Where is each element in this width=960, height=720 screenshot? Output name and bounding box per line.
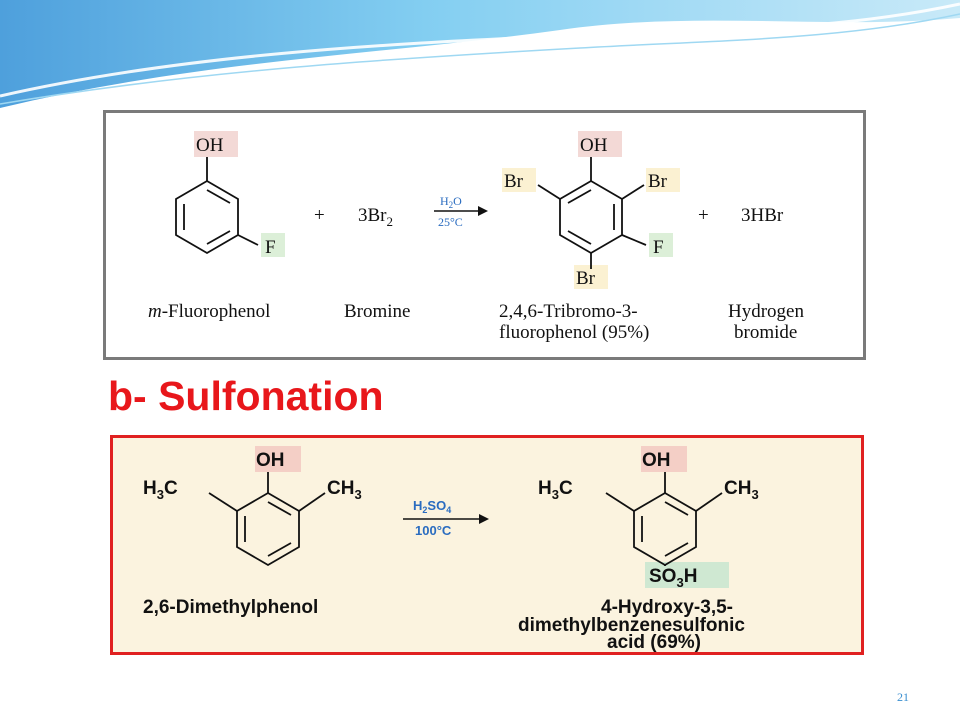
reactant-oh-label: OH bbox=[196, 135, 224, 156]
reaction-arrowhead bbox=[479, 514, 489, 524]
dimethylphenol-ring bbox=[208, 472, 326, 567]
reactant-f-label: F bbox=[265, 237, 276, 258]
byproduct-name-line1: Hydrogen bbox=[728, 301, 804, 322]
reaction-arrowhead bbox=[478, 206, 488, 216]
reactant-name: m-Fluorophenol bbox=[148, 301, 270, 322]
product-methyl-right: CH3 bbox=[724, 478, 759, 502]
f-highlight bbox=[649, 233, 673, 257]
reactant-methyl-right: CH3 bbox=[327, 478, 362, 502]
product-f-label: F bbox=[653, 237, 664, 258]
wave-line bbox=[0, 13, 960, 105]
reagent-sulfuric-acid: H2SO4 bbox=[413, 498, 451, 515]
section-heading: b- Sulfonation bbox=[108, 373, 384, 419]
product-oh-label: OH bbox=[642, 450, 671, 471]
reagent-water: H2O bbox=[440, 194, 462, 210]
oh-highlight bbox=[641, 446, 687, 472]
so3h-highlight bbox=[645, 562, 729, 588]
hydroxydimethylbenzenesulfonic-ring bbox=[605, 472, 723, 567]
header-waves bbox=[0, 0, 960, 108]
product-name-line1: 2,4,6-Tribromo-3- bbox=[499, 301, 638, 322]
oh-highlight bbox=[194, 131, 238, 157]
product-br-left-label: Br bbox=[504, 171, 524, 192]
reactant-name: 2,6-Dimethylphenol bbox=[143, 597, 318, 618]
br-highlight bbox=[502, 168, 536, 192]
tribromofluorophenol-ring bbox=[537, 157, 647, 269]
br-highlight bbox=[646, 168, 680, 192]
bromination-scheme: OH F + 3Br2 H2O 25°C OH Br Br F Br bbox=[148, 131, 804, 343]
wave-line bbox=[0, 2, 960, 98]
sulfonation-scheme: OH H3C CH3 H2SO4 100°C OH H3C CH3 SO3H 2… bbox=[143, 446, 759, 652]
product-name-line2: fluorophenol (95%) bbox=[499, 322, 649, 343]
product-methyl-left: H3C bbox=[538, 478, 573, 502]
f-highlight bbox=[261, 233, 285, 257]
wave-band bbox=[0, 0, 960, 108]
fluorophenol-ring bbox=[175, 157, 259, 255]
reagent-temperature: 25°C bbox=[438, 215, 463, 229]
bromination-reaction-figure: OH F + 3Br2 H2O 25°C OH Br Br F Br bbox=[103, 110, 866, 360]
product-name-line3: acid (69%) bbox=[607, 632, 701, 652]
plus-sign: + bbox=[314, 205, 325, 226]
oh-highlight bbox=[255, 446, 301, 472]
reactant-methyl-left: H3C bbox=[143, 478, 178, 502]
product-br-bottom-label: Br bbox=[576, 268, 596, 289]
plus-sign: + bbox=[698, 205, 709, 226]
product-so3h-label: SO3H bbox=[649, 566, 697, 590]
reagent-temperature: 100°C bbox=[415, 523, 452, 538]
product-oh-label: OH bbox=[580, 135, 608, 156]
page-number: 21 bbox=[897, 690, 909, 704]
product-name-line1: 4-Hydroxy-3,5- bbox=[601, 597, 733, 618]
sulfonation-reaction-figure: OH H3C CH3 H2SO4 100°C OH H3C CH3 SO3H 2… bbox=[110, 435, 864, 655]
oh-highlight bbox=[578, 131, 622, 157]
byproduct-name-line2: bromide bbox=[734, 322, 797, 343]
bromine-name: Bromine bbox=[344, 301, 411, 322]
product-name-line2: dimethylbenzenesulfonic bbox=[518, 615, 745, 636]
bromine-formula: 3Br2 bbox=[358, 205, 393, 229]
product-br-right-label: Br bbox=[648, 171, 668, 192]
hbr-formula: 3HBr bbox=[741, 205, 784, 226]
reactant-oh-label: OH bbox=[256, 450, 285, 471]
